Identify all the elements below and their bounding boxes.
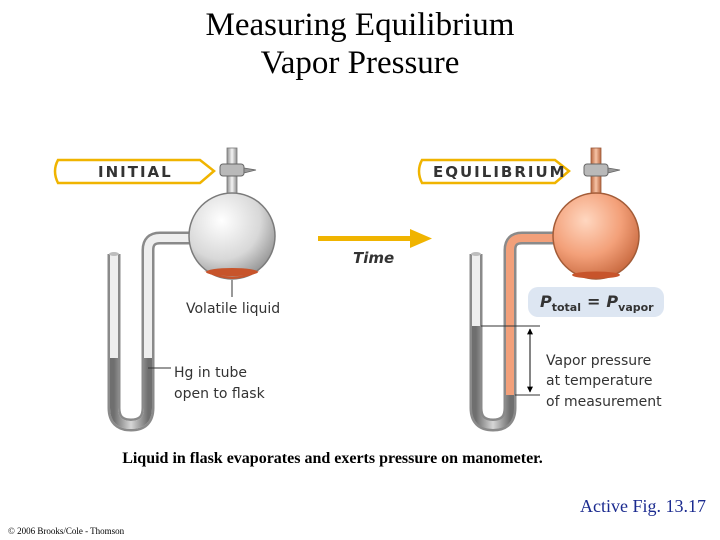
- title-line-1: Measuring Equilibrium: [205, 7, 515, 43]
- initial-flask: [188, 192, 276, 280]
- title-line-2: Vapor Pressure: [260, 45, 460, 81]
- time-arrow: [318, 229, 432, 248]
- figure-reference[interactable]: Active Fig. 13.17: [580, 496, 706, 516]
- p-total-symbol: P: [540, 292, 552, 311]
- remaining-liquid: [572, 271, 620, 279]
- equilibrium-label: EQUILIBRIUM: [433, 163, 567, 181]
- equals-sign: =: [587, 292, 600, 311]
- vapor-label-line2: at temperature: [546, 373, 653, 389]
- vapor-subscript: vapor: [618, 301, 654, 314]
- equilibrium-banner: EQUILIBRIUM: [417, 158, 571, 185]
- page-title: Measuring Equilibrium Vapor Pressure: [0, 6, 720, 82]
- vapor-label-line3: of measurement: [546, 394, 662, 410]
- mercury-initial: [110, 358, 152, 430]
- copyright-notice: © 2006 Brooks/Cole - Thomson: [8, 526, 125, 536]
- height-difference-marker: [481, 325, 540, 396]
- hg-label-line2: open to flask: [174, 386, 266, 402]
- p-vapor-symbol: P: [606, 292, 618, 311]
- figure-caption: Liquid in flask evaporates and exerts pr…: [122, 450, 543, 467]
- total-subscript: total: [552, 301, 581, 314]
- initial-label: INITIAL: [98, 163, 173, 181]
- mercury-equilibrium: [472, 326, 514, 430]
- time-label: Time: [353, 249, 394, 267]
- vapor-label-line1: Vapor pressure: [546, 353, 651, 369]
- equilibrium-stopcock: [583, 147, 621, 195]
- volatile-liquid-label: Volatile liquid: [186, 301, 280, 317]
- initial-manometer: [107, 231, 195, 432]
- equilibrium-flask: [552, 192, 640, 280]
- initial-stopcock: [219, 147, 257, 195]
- equation-box: Ptotal = Pvapor: [528, 287, 664, 317]
- volatile-liquid: [206, 268, 258, 276]
- equation: Ptotal = Pvapor: [540, 292, 654, 314]
- initial-banner: INITIAL: [53, 158, 216, 185]
- equilibrium-manometer: [469, 231, 556, 432]
- hg-label-line1: Hg in tube: [174, 365, 247, 381]
